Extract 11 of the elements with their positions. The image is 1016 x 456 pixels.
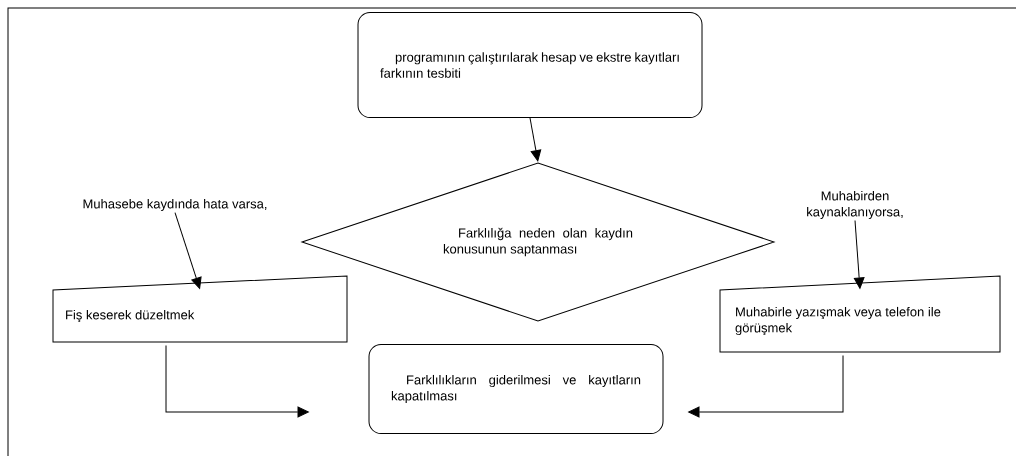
arrow [165, 345, 309, 418]
manual-input-box: Muhabirle yazışmak veya telefon ile görüşmek [719, 275, 1001, 353]
arrow [529, 117, 542, 162]
condition-text: Muhasebe kaydında hata varsa, [83, 198, 267, 212]
process-box: programının çalıştırılarak hesap ve ekstre kayıtları farkının tesbiti [357, 12, 703, 118]
process-box: Farklılıkların giderilmesi ve kayıtların kapatılması [368, 344, 664, 434]
arrow [853, 220, 865, 289]
arrow [174, 212, 202, 289]
manual-input-box: Fiş keserek düzeltmek [52, 275, 348, 343]
condition-text: Muhabirden kaynaklanıyorsa, [807, 190, 903, 220]
arrow [688, 355, 844, 418]
